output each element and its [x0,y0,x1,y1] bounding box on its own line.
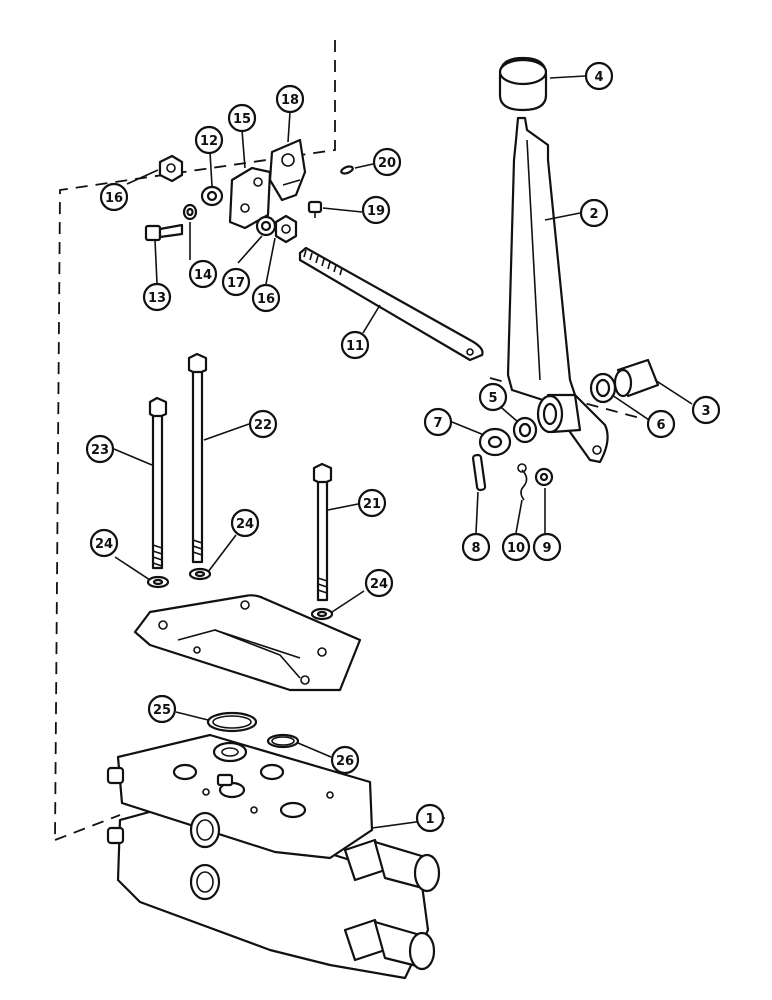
cotter-pin [517,463,528,501]
callout-balloon-1: 1 [415,803,445,833]
pin [471,453,487,492]
callout-label-18: 18 [281,93,299,108]
callout-label-24a: 24 [95,537,113,552]
callout-balloon-25: 25 [147,694,177,724]
callout-balloon-24b: 24 [230,508,260,538]
lever-hub [536,393,582,434]
callout-balloon-10: 10 [501,532,531,562]
bolt-22 [187,352,208,564]
callout-balloon-6: 6 [646,409,676,439]
cotter-20 [340,165,354,175]
callout-balloon-16b: 16 [251,283,281,313]
bolt-23 [148,396,168,570]
nut-lower [274,214,298,244]
callout-label-24c: 24 [370,577,388,592]
callout-balloon-16a: 16 [99,182,129,212]
callout-balloon-3: 3 [691,395,721,425]
callout-balloon-26: 26 [330,745,360,775]
bolt-21 [312,462,333,602]
callout-label-21: 21 [363,497,381,512]
callout-label-3: 3 [701,404,710,419]
washer-9 [534,467,554,487]
callout-balloon-17: 17 [221,267,251,297]
bracket [228,166,272,230]
callout-label-16a: 16 [105,191,123,206]
callout-balloon-22: 22 [248,409,278,439]
callout-label-25: 25 [153,703,171,718]
callout-balloon-14: 14 [188,259,218,289]
callout-balloon-15: 15 [227,103,257,133]
callout-balloon-13: 13 [142,282,172,312]
callout-label-8: 8 [471,541,480,556]
control-valve-body [106,733,441,980]
control-lever [506,116,609,464]
o-ring-26 [266,733,300,749]
callout-label-10: 10 [507,541,525,556]
o-ring-25 [206,711,258,733]
washer-6 [589,372,617,404]
callout-balloon-20: 20 [372,147,402,177]
callout-label-4: 4 [594,70,603,85]
callout-label-11: 11 [346,339,364,354]
callout-label-12: 12 [200,134,218,149]
callout-label-5: 5 [488,391,497,406]
mounting-plate [133,594,362,692]
callout-balloon-11: 11 [340,330,370,360]
clevis [268,138,307,202]
callout-label-17: 17 [227,276,245,291]
callout-balloon-9: 9 [532,532,562,562]
callout-label-2: 2 [589,207,598,222]
callout-balloon-24c: 24 [364,568,394,598]
leader-lines [113,75,693,829]
screw-19 [307,200,323,218]
link-rod [298,246,484,362]
callout-label-22: 22 [254,418,272,433]
callout-label-19: 19 [367,204,385,219]
lock-washers-24 [146,567,334,621]
lock-washer-14 [182,203,198,221]
callout-balloon-18: 18 [275,84,305,114]
callout-label-26: 26 [336,754,354,769]
callout-label-9: 9 [542,541,551,556]
callout-label-1: 1 [425,812,434,827]
callout-label-16b: 16 [257,292,275,307]
bushing [613,358,660,398]
callout-balloon-5: 5 [478,382,508,412]
callout-balloon-7: 7 [423,407,453,437]
callout-balloon-21: 21 [357,488,387,518]
callout-balloon-4: 4 [584,61,614,91]
callout-balloon-23: 23 [85,434,115,464]
nut-upper [158,154,184,183]
lock-washer-17 [255,215,277,237]
callout-balloon-24a: 24 [89,528,119,558]
callout-balloon-2: 2 [579,198,609,228]
lever-knob [498,56,548,112]
callout-label-7: 7 [433,416,442,431]
callout-balloon-12: 12 [194,125,224,155]
spacer [200,185,224,207]
callout-label-14: 14 [194,268,212,283]
callout-label-13: 13 [148,291,166,306]
washer-7 [478,427,512,457]
callout-label-23: 23 [91,443,109,458]
callout-balloon-8: 8 [461,532,491,562]
callout-label-15: 15 [233,112,251,127]
bolt-13 [144,223,184,242]
callout-label-24b: 24 [236,517,254,532]
callout-label-6: 6 [656,418,665,433]
callout-balloon-19: 19 [361,195,391,225]
callout-label-20: 20 [378,156,396,171]
washer-5 [512,416,538,444]
dashed-assembly-outline [54,40,641,841]
